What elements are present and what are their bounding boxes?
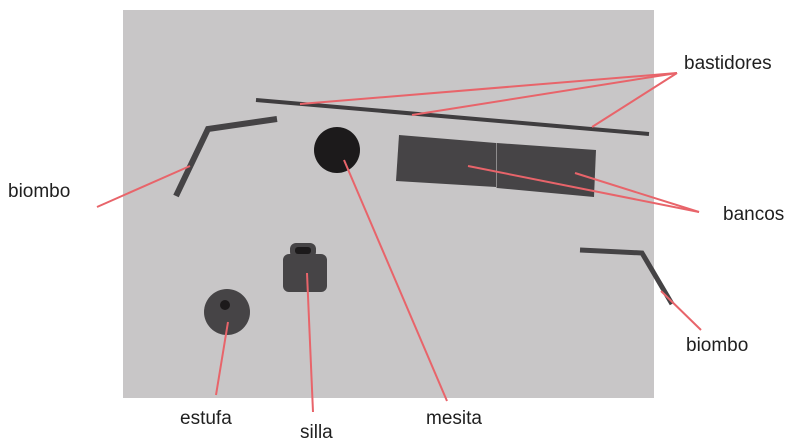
- estufa-center: [220, 300, 230, 310]
- label-bastidores: bastidores: [684, 53, 772, 74]
- leader-bancos-2: [574, 172, 700, 213]
- banco-right-shape: [497, 143, 596, 197]
- label-mesita: mesita: [426, 408, 482, 429]
- label-biombo-left: biombo: [8, 181, 71, 202]
- stage-floor: [123, 10, 654, 398]
- leader-biombo-right: [660, 290, 702, 331]
- leader-bastidores-3: [591, 72, 678, 128]
- leader-bastidores-2: [411, 72, 678, 116]
- label-estufa: estufa: [180, 408, 232, 429]
- mesita-shape: [314, 127, 360, 173]
- bastidores-bar: [255, 98, 650, 136]
- label-biombo-right: biombo: [686, 335, 749, 356]
- silla-seat-shape: [283, 254, 327, 292]
- leader-estufa: [215, 321, 229, 396]
- banco-left-shape: [396, 135, 496, 187]
- leader-bastidores-1: [299, 72, 678, 105]
- leader-lines: [96, 72, 702, 413]
- label-silla: silla: [300, 422, 333, 443]
- biombo-left-shape: [173, 116, 278, 198]
- leader-biombo-left: [96, 165, 191, 208]
- biombo-right-shape: [579, 247, 675, 306]
- leader-silla: [306, 272, 314, 413]
- leader-mesita: [343, 159, 448, 402]
- silla-back-hole: [295, 247, 311, 254]
- label-bancos: bancos: [723, 204, 785, 225]
- leader-bancos-1: [467, 165, 700, 213]
- estufa-shape: [204, 289, 250, 335]
